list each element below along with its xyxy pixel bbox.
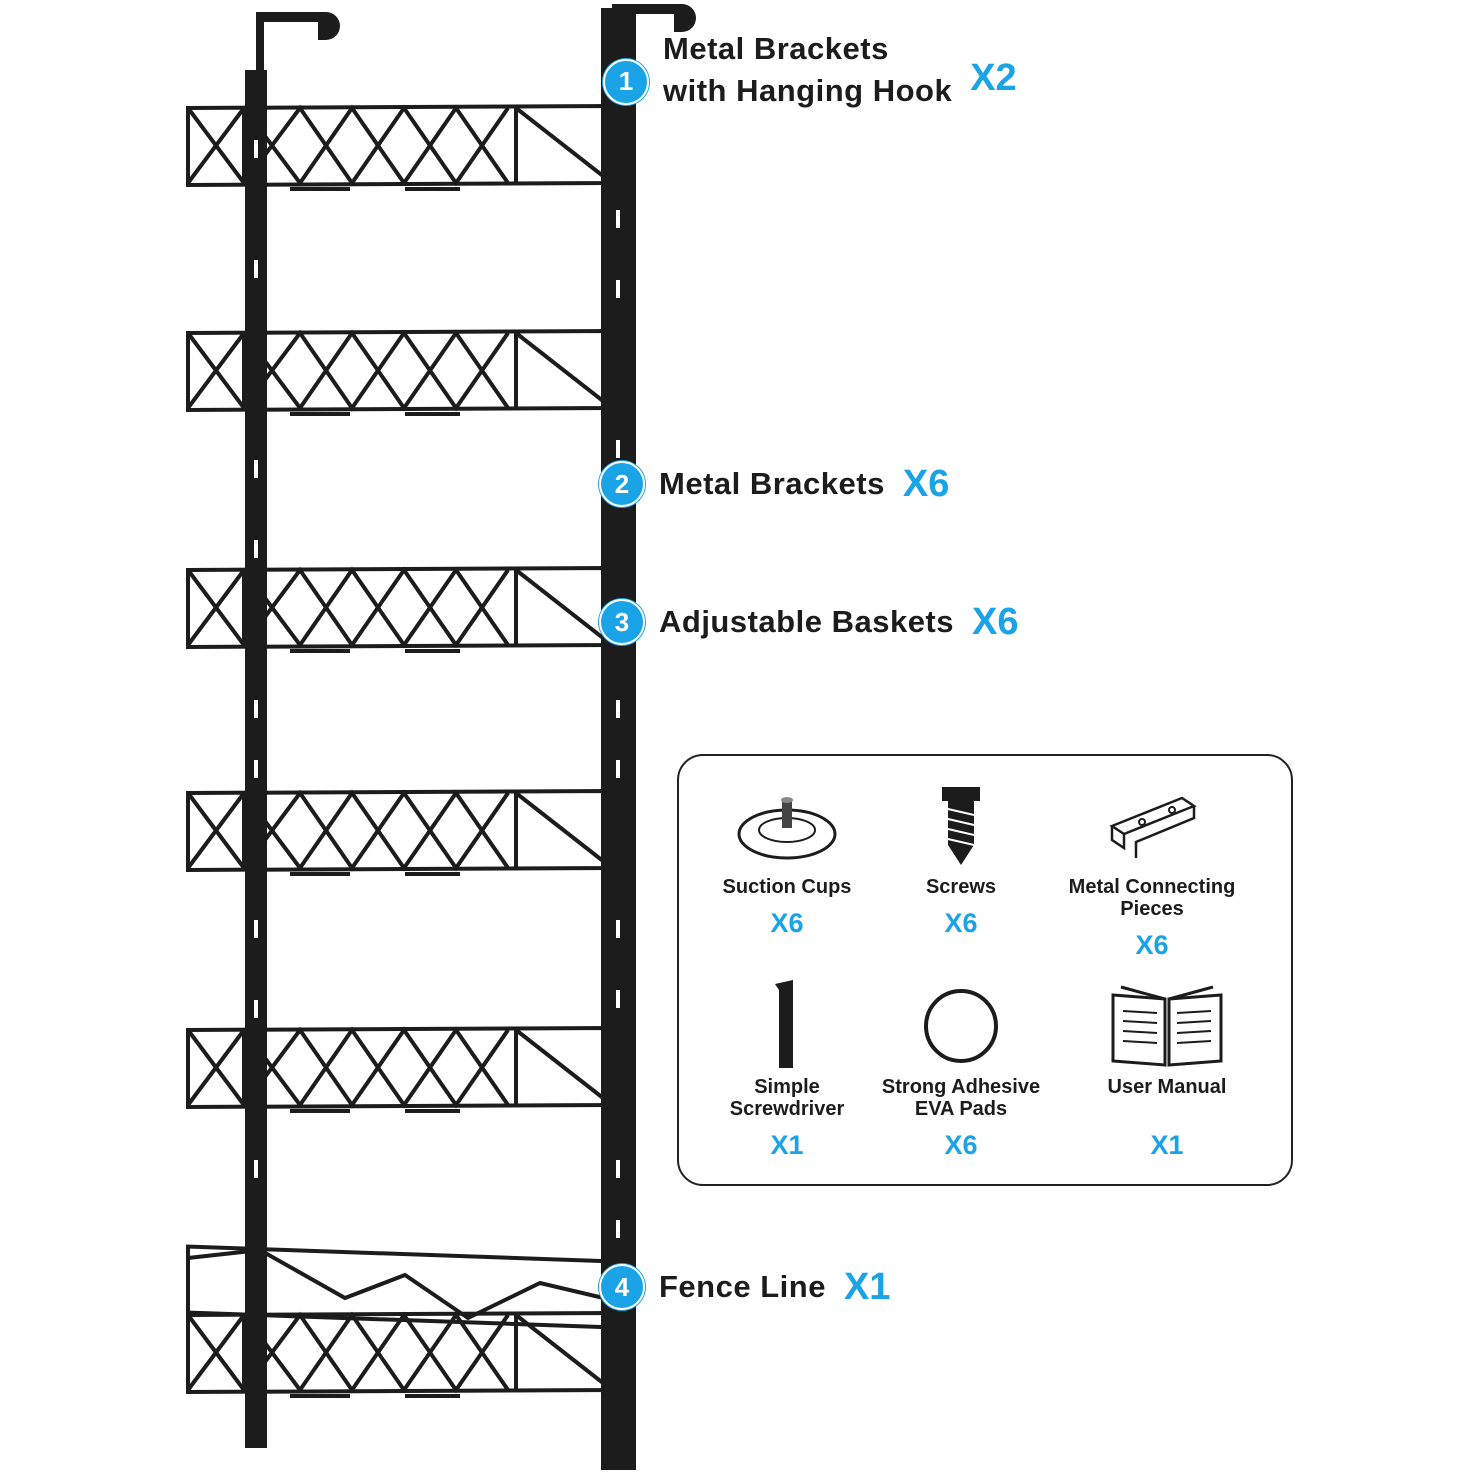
accessory-name: Suction Cups bbox=[722, 876, 852, 898]
accessory-quantity: X6 bbox=[770, 908, 804, 938]
callout-metal-brackets-with-hook: 1 Metal Brackets with Hanging Hook X2 bbox=[603, 31, 1017, 112]
callout-label: Fence Line bbox=[659, 1269, 826, 1305]
screw-icon bbox=[861, 776, 1061, 876]
callout-number-badge: 4 bbox=[599, 1264, 645, 1310]
accessory-metal-connecting-pieces: Metal Connecting Pieces X6 bbox=[1052, 776, 1252, 961]
callout-quantity: X2 bbox=[970, 57, 1017, 100]
callout-number-badge: 1 bbox=[603, 58, 649, 105]
accessory-quantity: X6 bbox=[944, 1130, 978, 1160]
callout-adjustable-baskets: 3 Adjustable Baskets X6 bbox=[599, 599, 1018, 645]
wire-basket bbox=[186, 788, 614, 876]
accessory-user-manual: User Manual X1 bbox=[1067, 976, 1267, 1161]
callout-metal-brackets: 2 Metal Brackets X6 bbox=[599, 461, 949, 507]
callout-label: Metal Brackets with Hanging Hook bbox=[663, 31, 953, 108]
accessories-panel: Suction Cups X6 Screws X6 Metal Connecti… bbox=[677, 754, 1293, 1186]
wire-basket bbox=[186, 1310, 614, 1398]
accessory-screws: Screws X6 bbox=[861, 776, 1061, 939]
accessory-quantity: X1 bbox=[1150, 1130, 1184, 1160]
callout-number-badge: 3 bbox=[599, 599, 645, 645]
accessory-name: Strong Adhesive EVA Pads bbox=[881, 1076, 1041, 1120]
callout-label: Metal Brackets bbox=[659, 466, 885, 502]
callout-fence-line: 4 Fence Line X1 bbox=[599, 1264, 890, 1310]
callout-label: Adjustable Baskets bbox=[659, 604, 954, 640]
callout-quantity: X1 bbox=[843, 1265, 891, 1308]
suction-cup-icon bbox=[687, 776, 887, 876]
wire-basket bbox=[186, 103, 614, 191]
accessory-name: Screws bbox=[925, 876, 997, 898]
accessory-name: Simple Screwdriver bbox=[729, 1076, 845, 1120]
accessory-quantity: X1 bbox=[770, 1130, 804, 1160]
accessory-suction-cups: Suction Cups X6 bbox=[687, 776, 887, 939]
hex-key-icon bbox=[687, 976, 887, 1076]
callout-quantity: X6 bbox=[902, 462, 950, 505]
callout-number-badge: 2 bbox=[599, 461, 645, 507]
callout-quantity: X6 bbox=[972, 600, 1019, 643]
wire-basket bbox=[186, 565, 614, 653]
book-icon bbox=[1067, 976, 1267, 1076]
accessory-quantity: X6 bbox=[1135, 930, 1169, 960]
accessory-name: Metal Connecting Pieces bbox=[1068, 876, 1236, 920]
wire-basket bbox=[186, 328, 614, 416]
wire-basket bbox=[186, 1025, 614, 1113]
accessory-simple-screwdriver: Simple Screwdriver X1 bbox=[687, 976, 887, 1161]
accessory-quantity: X6 bbox=[944, 908, 978, 938]
eva-pad-icon bbox=[861, 976, 1061, 1076]
door-rack-illustration bbox=[186, 4, 696, 1470]
accessory-name: User Manual bbox=[1107, 1076, 1227, 1098]
accessory-eva-pads: Strong Adhesive EVA Pads X6 bbox=[861, 976, 1061, 1161]
connecting-piece-icon bbox=[1052, 776, 1252, 876]
